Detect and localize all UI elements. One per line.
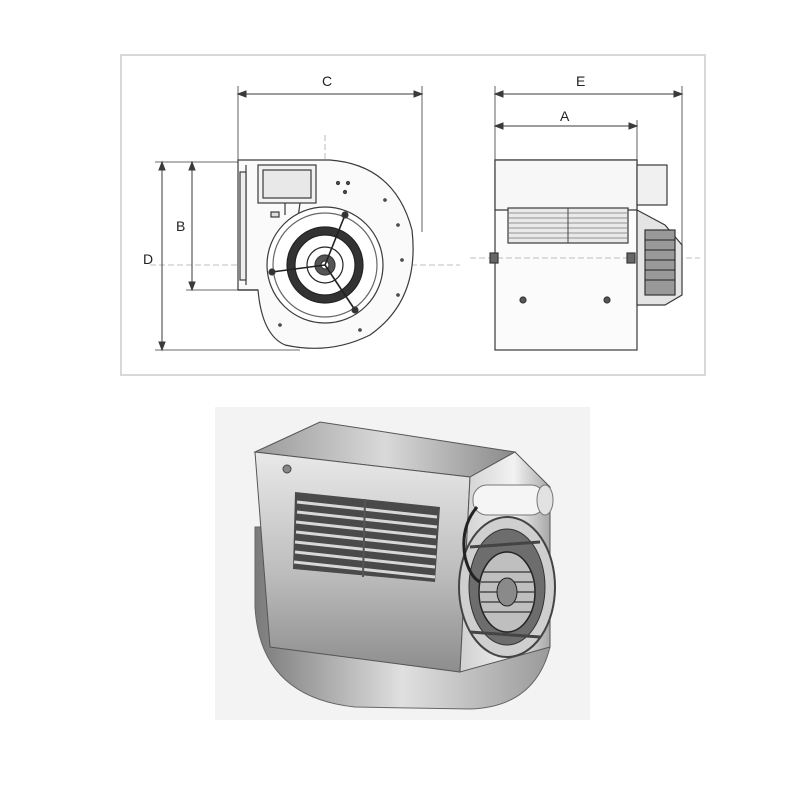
dimension-a-line xyxy=(493,120,639,160)
dimension-c-label: C xyxy=(322,73,332,89)
dimension-c-line xyxy=(236,86,424,232)
drawing-frame xyxy=(120,54,706,376)
dimension-d-line xyxy=(155,160,300,352)
side-view xyxy=(150,135,460,350)
dimension-d-label: D xyxy=(143,251,153,267)
dimension-e-line xyxy=(493,86,684,245)
product-photo xyxy=(215,407,590,720)
dimension-b-label: B xyxy=(176,218,185,234)
technical-drawing: C B D xyxy=(120,54,706,376)
dimension-a-label: A xyxy=(560,108,570,124)
dimension-e-label: E xyxy=(576,73,585,89)
front-view xyxy=(470,159,700,351)
dimension-b-line xyxy=(186,160,238,292)
